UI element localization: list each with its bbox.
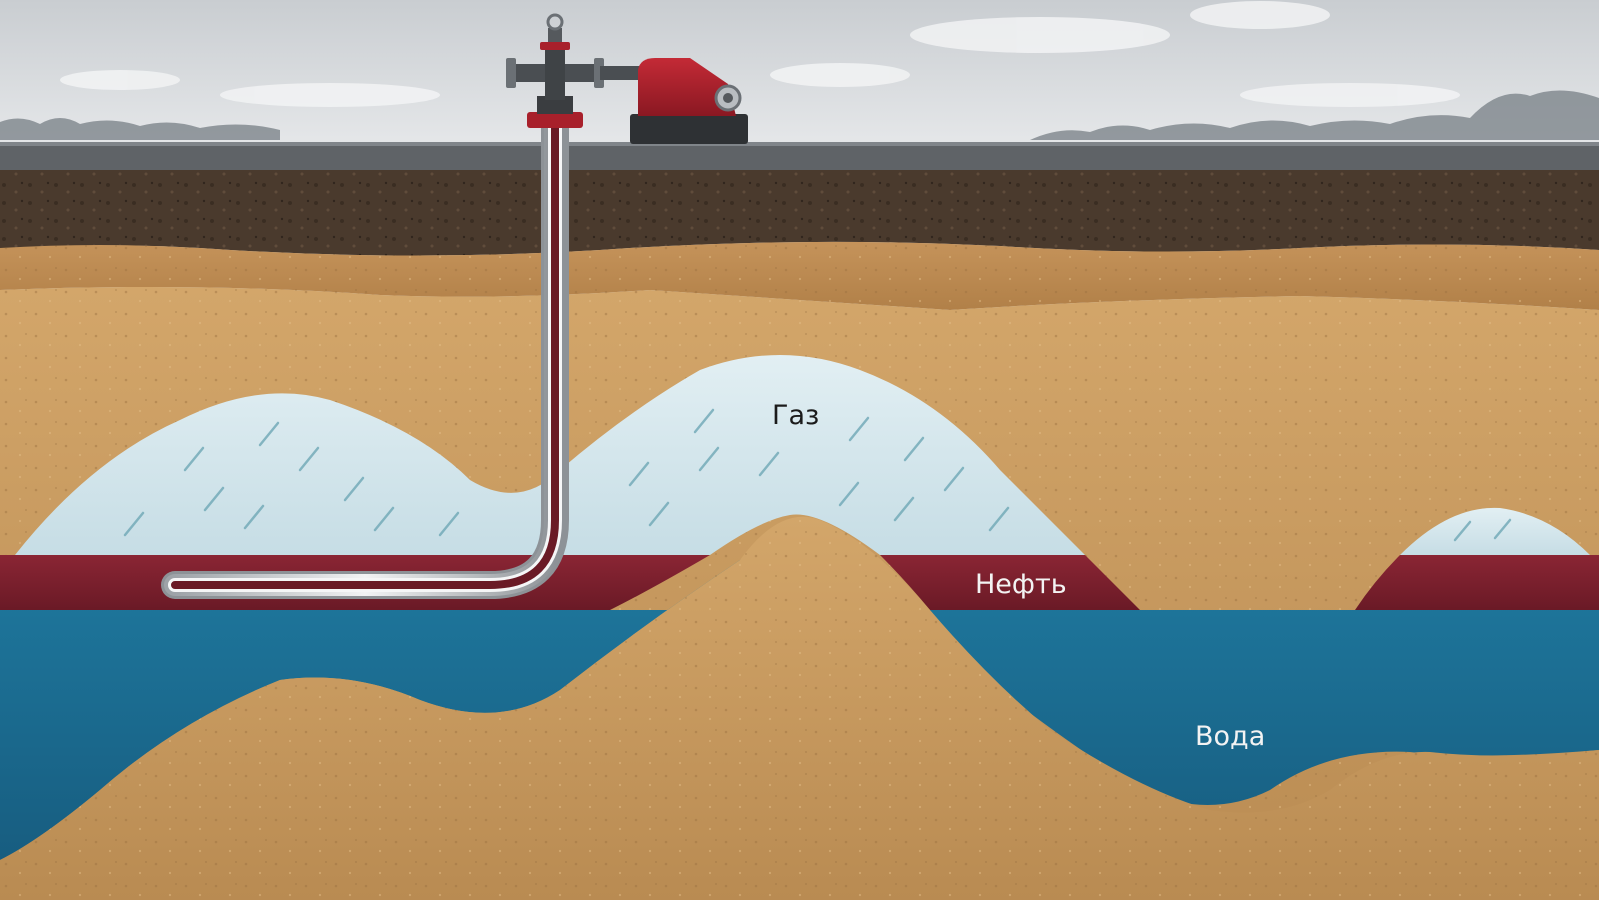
oil-label: Нефть [975, 569, 1067, 600]
well-pipe [161, 106, 569, 599]
gas-label: Газ [772, 400, 819, 431]
gas-cap-right [1400, 507, 1590, 555]
clouds [60, 1, 1460, 107]
oil-layer-far-right [1355, 555, 1599, 610]
tree-line [0, 90, 1599, 140]
wellhead [506, 13, 640, 128]
water-label: Вода [1195, 721, 1265, 752]
water-layer [0, 545, 1599, 860]
oil-layer-right [880, 555, 1140, 610]
gas-hatch-marks [123, 408, 1512, 542]
ground-surface [0, 142, 1599, 170]
gas-cap [15, 355, 1085, 555]
pump-unit [630, 58, 748, 144]
